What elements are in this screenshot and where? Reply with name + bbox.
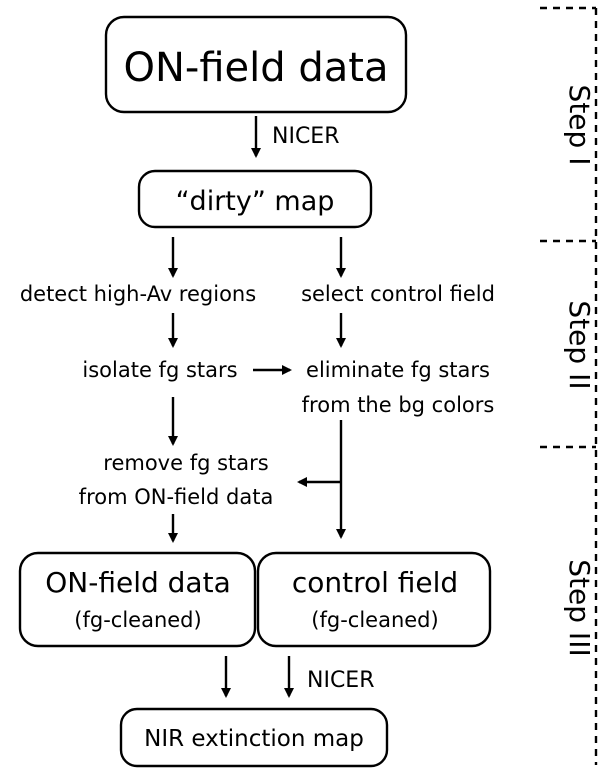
dirty-map-label: “dirty” map <box>176 186 335 217</box>
on-field-cleaned-title: ON-field data <box>45 566 230 599</box>
step-brackets <box>540 6 598 765</box>
dirty-map-box <box>137 169 373 229</box>
on-field-cleaned-box <box>18 551 257 648</box>
control-field-cleaned-box <box>256 551 492 648</box>
eliminate-fg-label-2: from the bg colors <box>302 393 495 417</box>
remove-fg-label-1: remove fg stars <box>103 451 268 475</box>
control-field-cleaned-title: control field <box>292 566 458 599</box>
isolate-fg-label: isolate fg stars <box>82 358 237 382</box>
eliminate-fg-label-1: eliminate fg stars <box>306 358 490 382</box>
step-label-1: Step I <box>563 85 596 166</box>
select-control-field-label: select control field <box>301 282 495 306</box>
step-label-3: Step III <box>563 559 596 656</box>
detect-high-av-label: detect high-Av regions <box>20 282 256 306</box>
on-field-data-box <box>104 15 408 114</box>
nicer-label-1: NICER <box>272 124 340 149</box>
on-field-cleaned-sub: (fg-cleaned) <box>74 608 201 632</box>
nir-extinction-map-label: NIR extinction map <box>144 726 364 752</box>
step-label-2: Step II <box>563 300 596 389</box>
control-field-cleaned-sub: (fg-cleaned) <box>311 608 438 632</box>
remove-fg-label-2: from ON-field data <box>79 485 274 509</box>
nicer-label-2: NICER <box>307 668 375 693</box>
nir-extinction-map-box <box>119 707 389 768</box>
on-field-data-label: ON-field data <box>124 45 389 91</box>
